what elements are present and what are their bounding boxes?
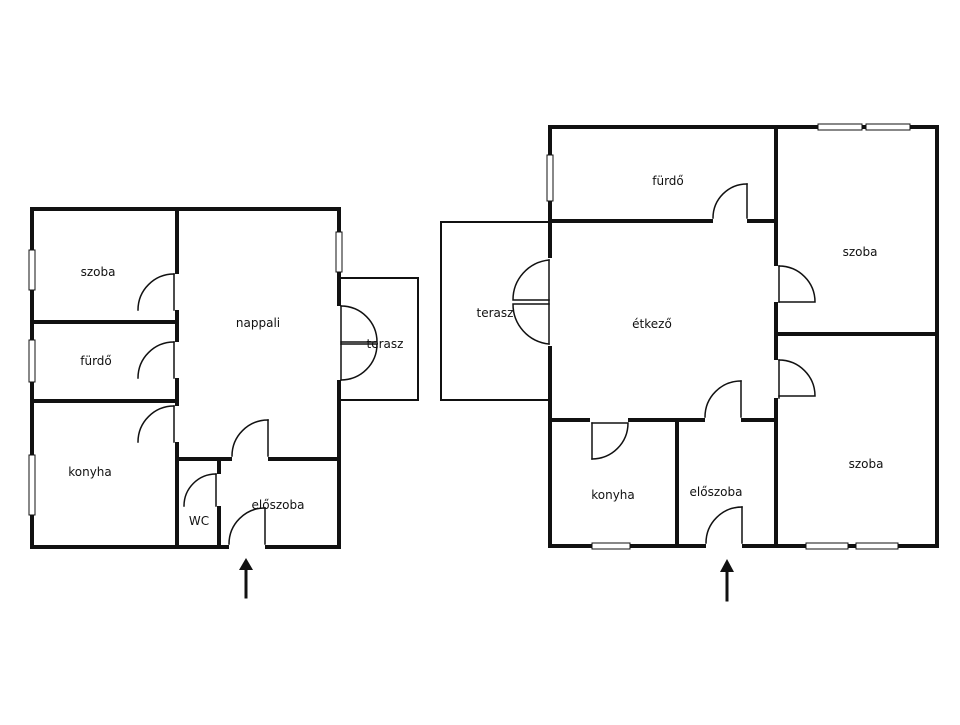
door-swing <box>512 259 550 301</box>
room-label-eloszoba: előszoba <box>252 498 305 512</box>
door-swing <box>340 305 378 343</box>
right-doors <box>512 183 816 553</box>
door-swing <box>712 183 748 219</box>
door-swing <box>778 265 816 303</box>
left-windows <box>28 231 343 516</box>
floor-plan-left <box>28 207 419 599</box>
room-label-szoba-bottom: szoba <box>849 457 884 471</box>
arrow-up-icon <box>720 559 734 602</box>
window <box>546 154 554 202</box>
window <box>335 231 343 273</box>
window <box>805 542 849 550</box>
floor-plan-right <box>440 123 939 602</box>
door-swing <box>183 473 217 507</box>
room-label-etkezo: étkező <box>632 317 672 331</box>
room-label-terasz: terasz <box>367 337 404 351</box>
room-label-konyha: konyha <box>68 465 112 479</box>
window <box>817 123 863 131</box>
window <box>865 123 911 131</box>
right-windows <box>546 123 911 550</box>
door-swing <box>591 422 629 460</box>
window <box>855 542 899 550</box>
window <box>28 454 36 516</box>
room-label-eloszoba: előszoba <box>690 485 743 499</box>
room-label-konyha: konyha <box>591 488 635 502</box>
room-label-nappali: nappali <box>236 316 280 330</box>
room-label-szoba-top: szoba <box>843 245 878 259</box>
left-doors <box>137 273 378 554</box>
door-swing <box>705 506 743 544</box>
door-swing <box>137 341 175 379</box>
door-swing <box>231 419 269 457</box>
room-label-wc: WC <box>189 514 209 528</box>
window <box>591 542 631 550</box>
window <box>28 339 36 383</box>
arrow-up-icon <box>239 558 253 599</box>
door-swing <box>137 405 175 443</box>
door-swing <box>512 303 550 345</box>
room-label-terasz: terasz <box>477 306 514 320</box>
door-swing <box>228 507 266 545</box>
room-label-szoba: szoba <box>81 265 116 279</box>
door-swing <box>340 343 378 381</box>
room-label-furdo: fürdő <box>652 174 684 188</box>
door-swing <box>778 359 816 397</box>
door-swing <box>137 273 175 311</box>
room-label-furdo: fürdő <box>80 354 112 368</box>
window <box>28 249 36 291</box>
door-swing <box>704 380 742 418</box>
right-exterior-walls <box>548 125 939 548</box>
